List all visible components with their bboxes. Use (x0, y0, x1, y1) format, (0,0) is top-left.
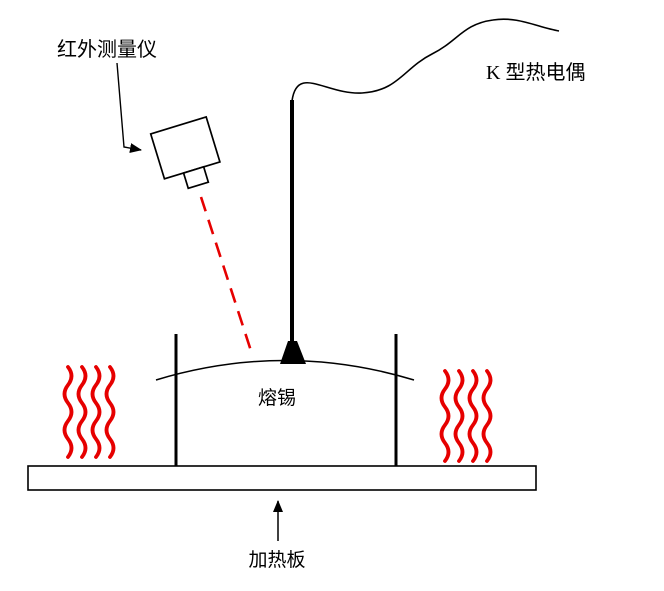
heating-plate (27, 465, 537, 491)
infrared-camera-icon (149, 115, 221, 190)
infrared-meter-label: 红外测量仪 (57, 38, 157, 61)
thermocouple-probe-tip (280, 341, 306, 364)
heat-wave-icon (104, 365, 116, 459)
laser-dashed-line (199, 196, 254, 355)
heat-wave-icon (439, 369, 451, 463)
heat-wave-icon (453, 369, 465, 463)
heat-waves-left (62, 365, 116, 459)
heat-wave-icon (62, 365, 74, 459)
thermocouple-wire (291, 18, 560, 102)
heat-waves-right (439, 369, 493, 463)
heat-wave-icon (76, 365, 88, 459)
heat-wave-icon (467, 369, 479, 463)
heating-plate-label: 加热板 (248, 549, 305, 571)
heat-wave-icon (481, 369, 493, 463)
thermocouple-label: K 型热电偶 (486, 61, 585, 84)
molten-solder-label: 熔锡 (258, 387, 296, 409)
heat-wave-icon (90, 365, 102, 459)
infrared-leader-arrow (116, 62, 142, 154)
solder-dome (155, 359, 415, 381)
